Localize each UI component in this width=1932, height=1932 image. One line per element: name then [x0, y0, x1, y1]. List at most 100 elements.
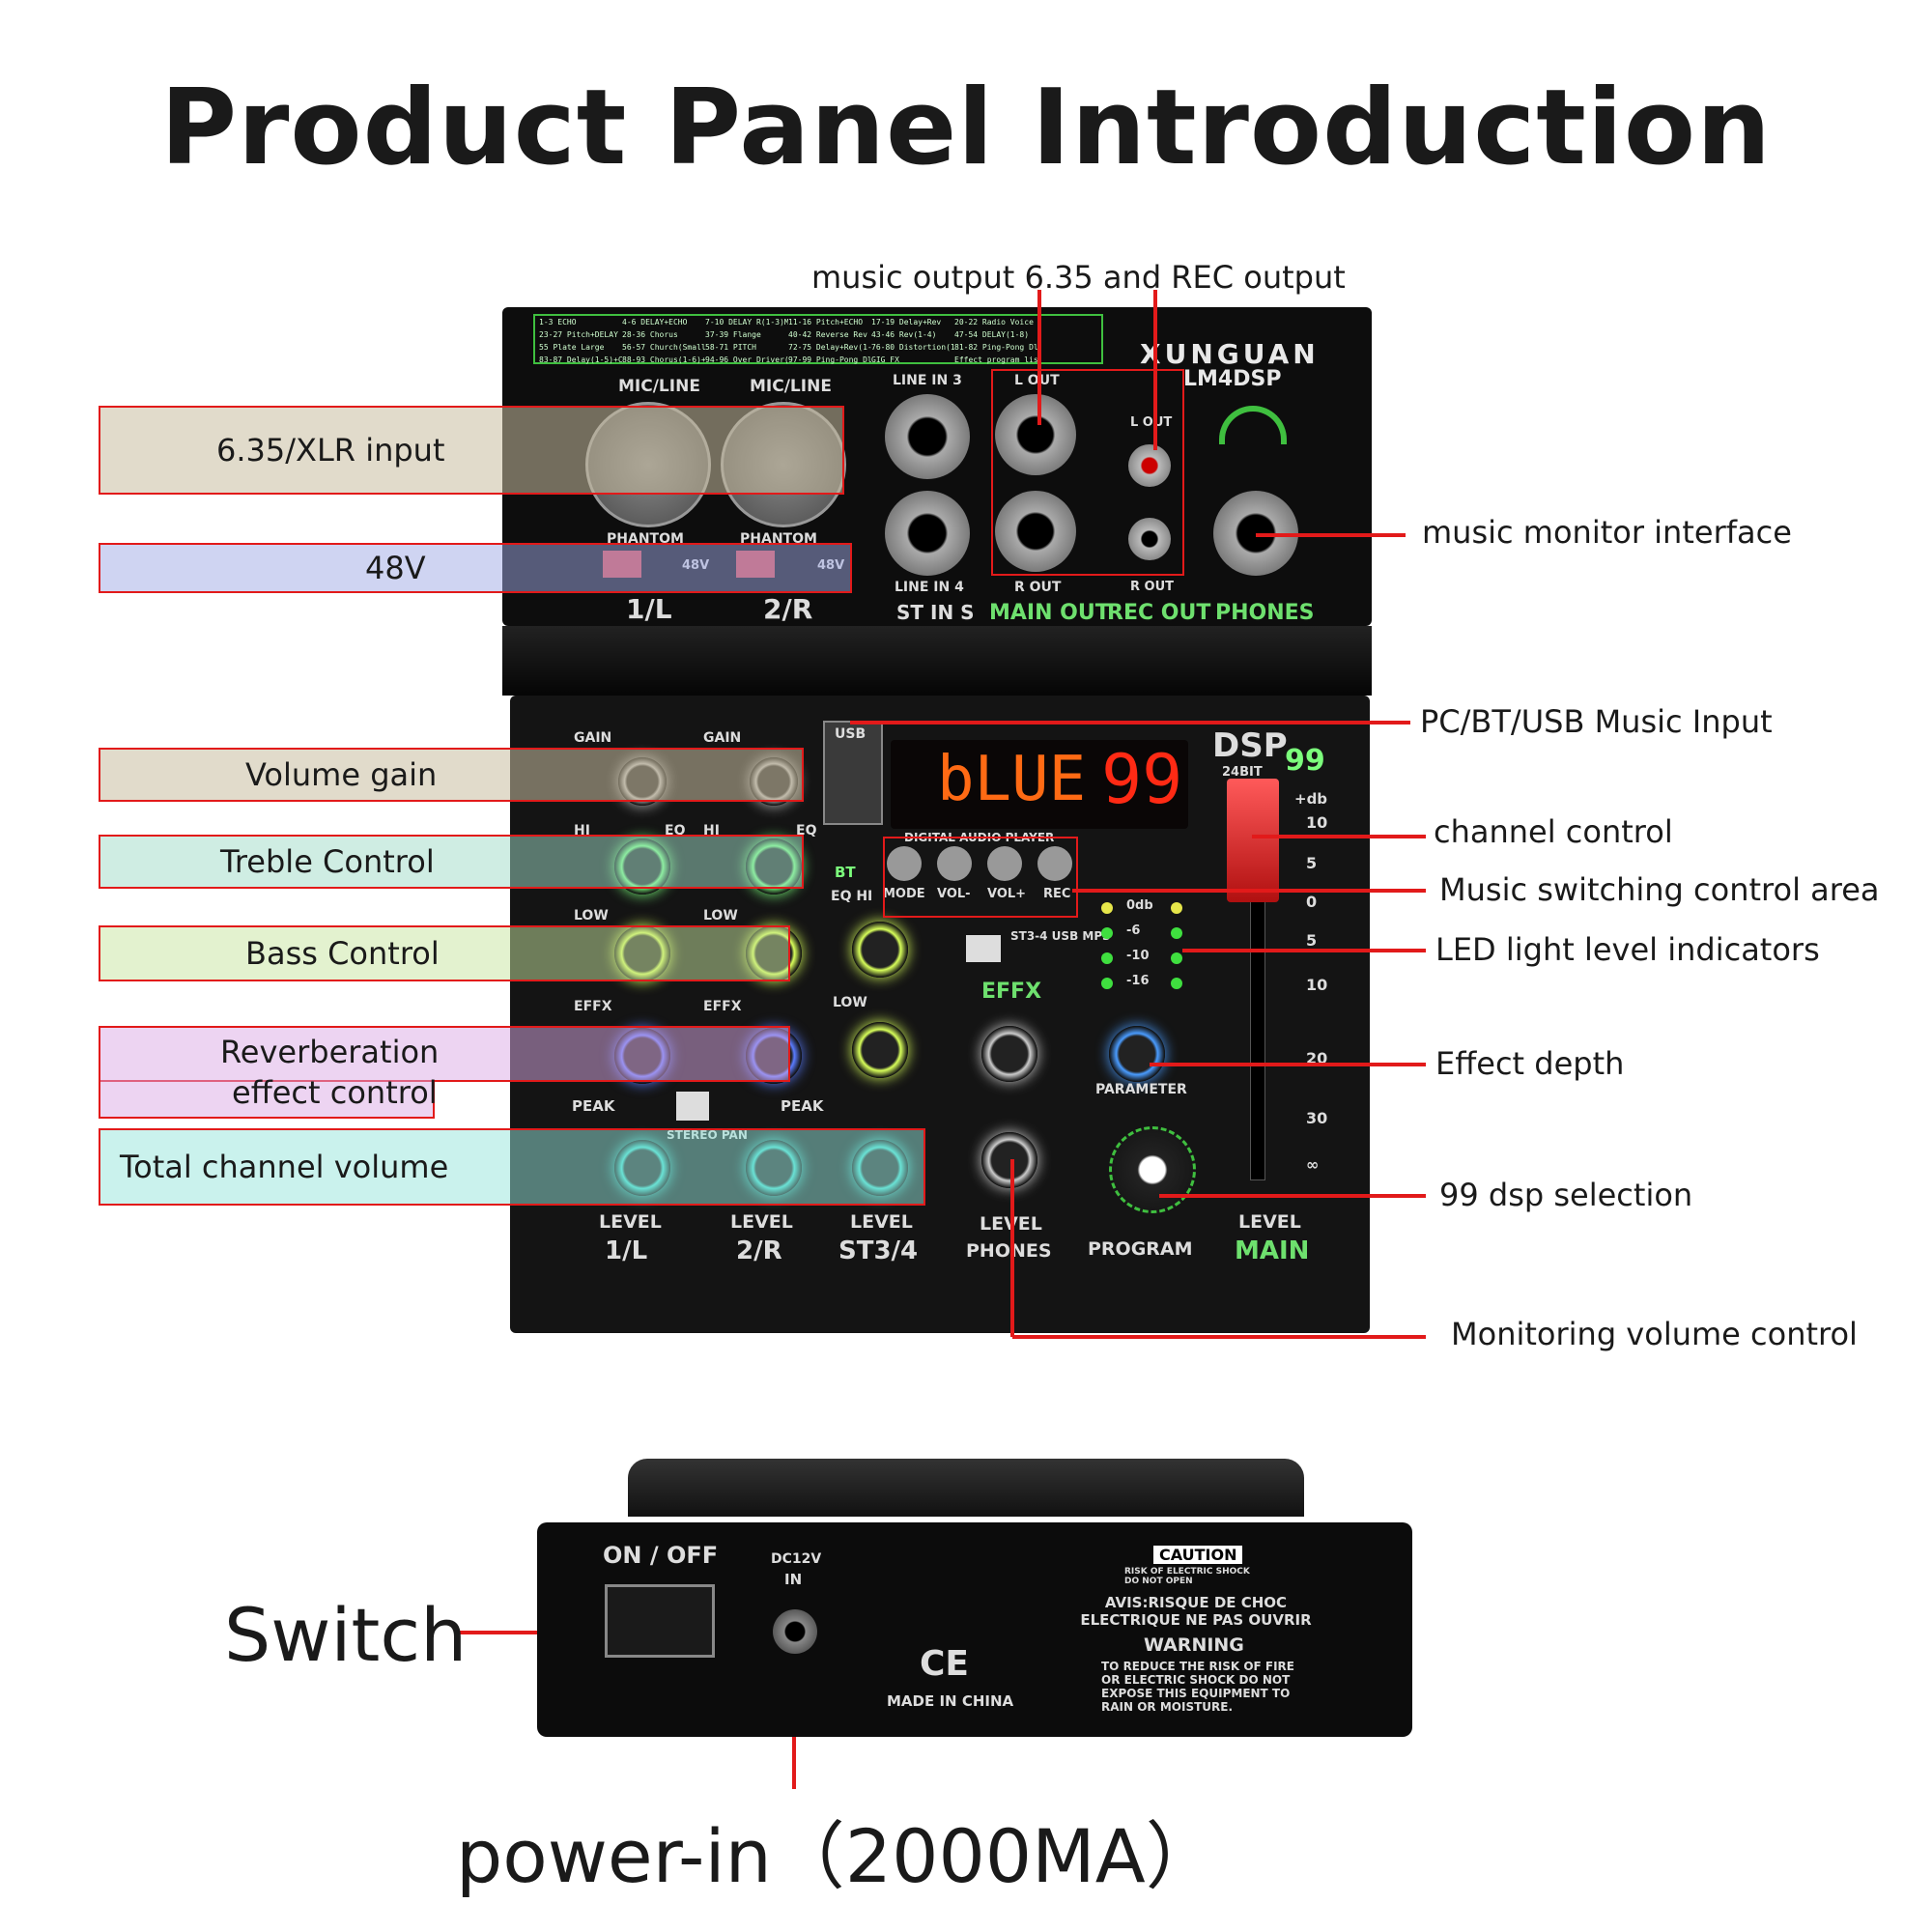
meter-led — [1171, 902, 1182, 914]
rec-out-r-jack[interactable] — [1128, 518, 1171, 560]
mic-line-label-2: MIC/LINE — [750, 377, 832, 396]
main-r-out-label: R OUT — [1014, 580, 1062, 595]
phones-top-label: PHONES — [1215, 601, 1315, 625]
fx-program-entry: 56-57 Church(Small/Large) — [622, 343, 705, 352]
power-switch[interactable] — [605, 1584, 715, 1658]
line-in-4-jack[interactable] — [885, 491, 970, 576]
gain-label-2: GAIN — [703, 730, 742, 746]
fx-program-entry: 81-82 Ping-Pong Dly — [954, 343, 1037, 352]
low-label-1: LOW — [574, 908, 609, 923]
db-plus-label: +db — [1294, 790, 1328, 808]
label-channel-control: channel control — [1434, 813, 1673, 850]
rec-button[interactable] — [1037, 846, 1072, 881]
fx-program-entry: 83-87 Delay(1-5)+Chorus — [539, 355, 622, 364]
eq-hi-knob-st34[interactable] — [852, 922, 908, 978]
fader-scale-tick: 30 — [1306, 1109, 1328, 1127]
level-st34-label: LEVEL — [850, 1211, 913, 1233]
vol-minus-button[interactable] — [937, 846, 972, 881]
dsp-99-badge: 99 — [1285, 744, 1325, 778]
low-label-2: LOW — [703, 908, 738, 923]
model-name: LM4DSP — [1183, 367, 1282, 391]
headphone-icon — [1219, 406, 1287, 444]
bt-label: BT — [835, 864, 856, 881]
main-out-l-jack[interactable] — [995, 394, 1076, 475]
program-encoder[interactable] — [1109, 1126, 1196, 1213]
output-highlight-box — [991, 369, 1184, 576]
display-number: 99 — [1101, 740, 1183, 819]
callout-total-volume: Total channel volume — [99, 1128, 925, 1206]
main-out-r-jack[interactable] — [995, 491, 1076, 572]
fader-scale-tick: 5 — [1306, 854, 1318, 872]
fx-program-entry: 1-3 ECHO — [539, 318, 577, 327]
gain-label-1: GAIN — [574, 730, 612, 746]
callout-48v: 48V — [99, 543, 852, 593]
usb-label: USB — [835, 726, 867, 742]
rec-r-out-label: R OUT — [1130, 580, 1175, 594]
main-l-out-label: L OUT — [1014, 373, 1060, 388]
line-in-3-label: LINE IN 3 — [893, 373, 962, 388]
callout-reverb-line1: Reverberation — [220, 1034, 440, 1070]
program-label: PROGRAM — [1088, 1238, 1193, 1260]
label-effect-depth: Effect depth — [1435, 1045, 1625, 1082]
top-ch2-label: 2/R — [763, 593, 813, 625]
effx-level-knob[interactable] — [981, 1026, 1037, 1082]
vol-plus-button[interactable] — [987, 846, 1022, 881]
rec-l-out-label: L OUT — [1130, 415, 1173, 430]
fader-scale-tick: 10 — [1306, 976, 1328, 994]
fader-scale-tick: ∞ — [1306, 1155, 1320, 1174]
mode-button[interactable] — [887, 846, 922, 881]
meter-led — [1171, 927, 1182, 939]
meter-led — [1171, 978, 1182, 989]
mic-line-label-1: MIC/LINE — [618, 377, 700, 396]
callout-volume-gain-text: Volume gain — [245, 756, 438, 793]
dc-power-jack[interactable] — [773, 1609, 817, 1654]
display-text: bLUE — [937, 744, 1087, 815]
dsp-label: DSP — [1212, 726, 1288, 765]
st34-source-switch[interactable] — [966, 935, 1001, 962]
callout-bass-text: Bass Control — [245, 935, 440, 972]
meter-led — [1171, 952, 1182, 964]
rec-out-label: REC OUT — [1107, 601, 1211, 625]
effect-parameter-knob[interactable] — [1109, 1026, 1165, 1082]
meter-label: -10 — [1126, 949, 1150, 963]
callout-xlr-input: 6.35/XLR input — [99, 406, 844, 495]
caution-sub-label: RISK OF ELECTRIC SHOCK DO NOT OPEN — [1124, 1567, 1250, 1586]
phones-level-knob[interactable] — [981, 1132, 1037, 1188]
line-in-3-jack[interactable] — [885, 394, 970, 479]
stereo-pan-switch[interactable] — [676, 1092, 709, 1121]
front-st34-label: ST3/4 — [838, 1236, 919, 1265]
callout-reverb-lower — [99, 1080, 435, 1119]
rec-out-l-jack[interactable] — [1128, 444, 1171, 487]
fx-program-entry: 47-54 DELAY(1-8) — [954, 330, 1030, 339]
callout-bass: Bass Control — [99, 925, 790, 981]
bit24-label: 24BIT — [1222, 765, 1263, 780]
page-title: Product Panel Introduction — [159, 68, 1773, 188]
rear-top-knobs — [628, 1459, 1304, 1517]
top-callout-label: music output 6.35 and REC output — [811, 259, 1346, 296]
led-display — [891, 740, 1188, 829]
eq-hi-label: EQ HI — [831, 889, 873, 904]
brand-logo: XUNGUAN — [1140, 338, 1320, 370]
fx-program-entry: 94-96 Over Driver(1-3) — [705, 355, 788, 364]
label-led-level: LED light level indicators — [1435, 931, 1820, 968]
st34-usb-mp3-label: ST3-4 USB MP3 — [1010, 929, 1111, 943]
front-ch2-label: 2/R — [736, 1236, 782, 1265]
fader-scale-tick: 0 — [1306, 893, 1318, 911]
level-ch1-label: LEVEL — [599, 1211, 662, 1233]
caution-label: CAUTION — [1153, 1546, 1243, 1564]
dc12v-label: DC12V — [771, 1551, 822, 1567]
meter-led — [1101, 952, 1113, 964]
fx-program-entry: 58-71 PITCH — [705, 343, 756, 352]
rec-label: REC — [1043, 887, 1071, 901]
fx-program-entry: 40-42 Reverse Rev Long — [788, 330, 871, 339]
power-in-label: power-in（2000MA） — [456, 1813, 1219, 1899]
label-dsp-selection: 99 dsp selection — [1439, 1177, 1693, 1213]
st-in-s-label: ST IN S — [896, 601, 975, 624]
level-main-label: LEVEL — [1238, 1211, 1301, 1233]
line-in-4-label: LINE IN 4 — [895, 580, 964, 595]
top-ch1-label: 1/L — [626, 593, 672, 625]
eq-low-knob-st34[interactable] — [852, 1022, 908, 1078]
main-fader-cap[interactable] — [1227, 779, 1279, 902]
callout-reverb-line2: effect control — [232, 1074, 438, 1111]
